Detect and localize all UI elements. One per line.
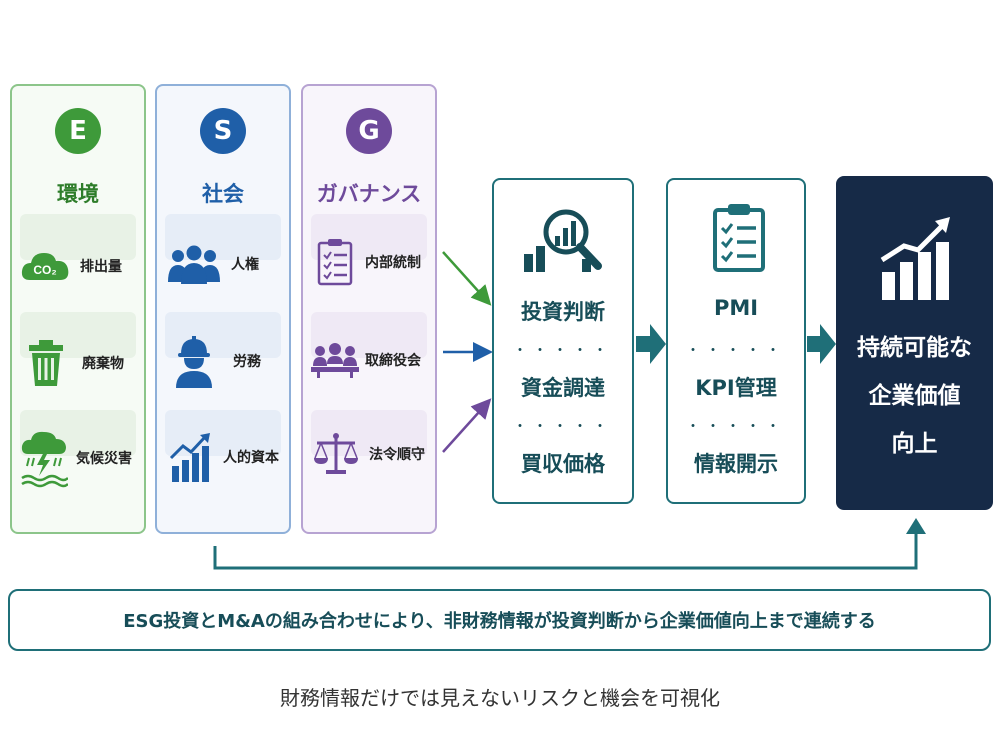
item-label: 廃棄物 [82, 356, 124, 372]
social-column: S 社会 人権 労務 [155, 84, 291, 534]
trash-icon [29, 340, 63, 386]
item-label: 内部統制 [365, 255, 421, 271]
item-labor: 労務 [173, 334, 261, 388]
separator-dots: ・・・・・ [513, 419, 613, 435]
final-line-3: 向上 [891, 431, 938, 457]
arrow-g-to-process [442, 398, 492, 453]
clipboard-icon [713, 204, 765, 272]
investment-process-box: 投資判断 ・・・・・ 資金調達 ・・・・・ 買収価格 [492, 178, 634, 504]
feedback-line [213, 534, 918, 570]
process-item-fundraising: 資金調達 [521, 376, 605, 400]
environment-column: E 環境 CO₂ 排出量 廃棄物 気 [10, 84, 146, 534]
process-item-kpi-management: KPI管理 [695, 376, 777, 400]
svg-text:CO₂: CO₂ [33, 263, 56, 277]
growth-chart-icon [169, 433, 210, 482]
pmi-process-box: PMI ・・・・・ KPI管理 ・・・・・ 情報開示 [666, 178, 806, 504]
feedback-arrowhead [906, 518, 926, 534]
item-climate-disaster: 気候災害 [20, 428, 132, 488]
final-line-1: 持続可能な [857, 335, 972, 361]
item-label: 人権 [231, 257, 259, 273]
checklist-icon [317, 239, 353, 286]
item-human-rights: 人権 [167, 244, 259, 284]
corporate-value-box: 持続可能な 企業価値 向上 [836, 176, 993, 510]
co2-cloud-icon: CO₂ [21, 253, 69, 280]
letter-badge-e: E [55, 108, 101, 154]
item-label: 法令順守 [369, 447, 425, 463]
final-line-2: 企業価値 [868, 383, 961, 409]
column-title-social: 社会 [202, 182, 244, 206]
item-waste: 廃棄物 [26, 338, 124, 388]
separator-dots: ・・・・・ [686, 343, 786, 359]
process-item-pmi: PMI [713, 296, 759, 320]
arrow-pmi-to-value [807, 324, 836, 364]
item-band [311, 410, 427, 456]
process-item-investment-decision: 投資判断 [521, 300, 605, 324]
meeting-icon [311, 343, 359, 378]
column-title-governance: ガバナンス [316, 182, 422, 206]
separator-dots: ・・・・・ [686, 419, 786, 435]
separator-dots: ・・・・・ [513, 343, 613, 359]
analysis-magnifier-icon [524, 209, 602, 272]
item-band [20, 214, 136, 260]
process-item-disclosure: 情報開示 [694, 452, 778, 476]
item-board: 取締役会 [311, 342, 421, 378]
item-label: 気候災害 [76, 451, 132, 467]
summary-banner: ESG投資とM&Aの組み合わせにより、非財務情報が投資判断から企業価値向上まで連… [8, 589, 991, 651]
governance-column: G ガバナンス 内部統制 取締役会 [301, 84, 437, 534]
item-label: 排出量 [80, 259, 122, 275]
footer-caption: 財務情報だけでは見えないリスクと機会を可視化 [280, 686, 720, 710]
arrow-process-to-pmi [636, 324, 666, 364]
item-label: 労務 [233, 354, 261, 370]
summary-banner-text: ESG投資とM&Aの組み合わせにより、非財務情報が投資判断から企業価値向上まで連… [123, 611, 876, 632]
item-emissions: CO₂ 排出量 [20, 246, 122, 286]
letter-badge-g: G [346, 108, 392, 154]
item-internal-control: 内部統制 [317, 238, 421, 286]
rising-chart-icon [880, 217, 950, 300]
column-title-environment: 環境 [57, 182, 99, 206]
item-compliance: 法令順守 [313, 432, 425, 476]
letter-badge-s: S [200, 108, 246, 154]
worker-icon [176, 336, 212, 388]
storm-icon [21, 431, 68, 488]
item-band [165, 214, 281, 260]
arrow-e-to-process [442, 251, 492, 306]
item-label: 取締役会 [365, 353, 421, 369]
people-icon [168, 245, 220, 284]
item-label: 人的資本 [223, 450, 279, 466]
process-item-acquisition-price: 買収価格 [521, 452, 605, 476]
scales-icon [314, 433, 358, 474]
item-human-capital: 人的資本 [169, 432, 279, 482]
